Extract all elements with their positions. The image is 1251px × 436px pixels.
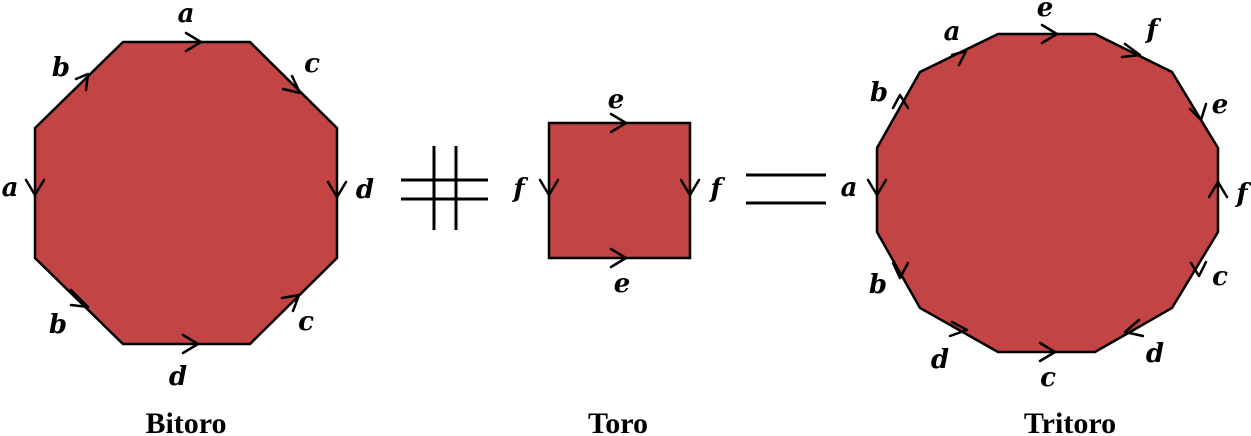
tritoro-edge-label-right-upper: e bbox=[1212, 90, 1229, 120]
bitoro-arrow-upper-left bbox=[74, 72, 90, 92]
bitoro-edge-label-upper-left: b bbox=[52, 53, 70, 83]
toro-arrow-bottom bbox=[609, 247, 628, 269]
tritoro-arrow-upper-left bbox=[950, 49, 968, 67]
tritoro-edge-label-lower-left: d bbox=[931, 345, 949, 375]
bitoro-arrow-left bbox=[24, 178, 46, 197]
bitoro-edge-label-upper-right: c bbox=[304, 49, 320, 79]
tritoro-caption: Tritoro bbox=[1024, 407, 1116, 436]
bitoro-arrow-lower-left bbox=[69, 288, 90, 309]
tritoro-arrow-left bbox=[866, 178, 888, 197]
bitoro-edge-label-top: a bbox=[178, 0, 195, 29]
tritoro-arrow-right bbox=[1207, 180, 1229, 199]
tritoro-arrow-right-upper bbox=[1188, 102, 1208, 122]
tritoro-arrow-upper-right bbox=[1120, 42, 1142, 59]
connected-sum-operator: # bbox=[401, 146, 488, 230]
tritoro-edge-label-upper-right: f bbox=[1144, 15, 1161, 45]
tritoro-arrow-right-lower bbox=[1189, 260, 1208, 278]
bitoro-arrow-bottom bbox=[181, 333, 200, 355]
toro-arrow-left bbox=[538, 178, 560, 197]
tritoro-arrow-left-upper bbox=[891, 93, 910, 110]
tritoro-edge-label-upper-left: a bbox=[944, 17, 961, 47]
bitoro-arrow-right bbox=[326, 180, 348, 199]
bitoro-edge-label-right: d bbox=[356, 175, 374, 205]
tritoro-edge-label-left-lower: b bbox=[869, 270, 887, 300]
tritoro-arrow-bottom bbox=[1038, 341, 1057, 363]
bitoro-edge-label-bottom: d bbox=[169, 362, 187, 392]
tritoro-arrow-left-lower bbox=[891, 261, 910, 280]
bitoro-edge-label-lower-left: b bbox=[49, 310, 67, 340]
toro-arrow-top bbox=[609, 112, 628, 134]
toro-edge-label-bottom: e bbox=[614, 269, 631, 299]
toro-square bbox=[547, 121, 692, 260]
toro-edge-label-right: f bbox=[708, 174, 725, 204]
toro-caption: Toro bbox=[588, 407, 648, 436]
bitoro-caption: Bitoro bbox=[145, 407, 226, 436]
tritoro-dodecagon bbox=[875, 32, 1220, 354]
toro-edge-label-top: e bbox=[608, 85, 625, 115]
bitoro-arrow-top bbox=[184, 31, 203, 53]
tritoro-edge-label-left-upper: b bbox=[870, 78, 888, 108]
tritoro-figure: e f e f c d c d b a b a Tritoro bbox=[841, 0, 1251, 436]
toro-figure: e f e f Toro bbox=[511, 85, 725, 436]
equals-operator: = bbox=[746, 173, 826, 205]
bitoro-arrow-upper-right bbox=[281, 74, 302, 95]
bitoro-edge-label-lower-right: c bbox=[298, 307, 314, 337]
tritoro-arrow-top bbox=[1040, 23, 1059, 45]
toro-arrow-right bbox=[679, 178, 701, 197]
bitoro-edge-label-left: a bbox=[2, 173, 19, 203]
tritoro-edge-label-right: f bbox=[1234, 179, 1251, 209]
bitoro-octagon bbox=[33, 40, 339, 346]
tritoro-edge-label-bottom: c bbox=[1040, 363, 1056, 393]
tritoro-edge-label-right-lower: c bbox=[1212, 262, 1228, 292]
tritoro-arrow-lower-right bbox=[1123, 318, 1145, 338]
tritoro-edge-label-top: e bbox=[1037, 0, 1054, 23]
toro-edge-label-left: f bbox=[511, 174, 528, 204]
bitoro-figure: a c d c d b a b Bitoro bbox=[2, 0, 375, 436]
tritoro-edge-label-lower-right: d bbox=[1146, 339, 1164, 369]
tritoro-arrow-lower-left bbox=[948, 320, 969, 338]
bitoro-arrow-lower-right bbox=[280, 293, 301, 313]
tritoro-edge-label-left: a bbox=[841, 173, 858, 203]
